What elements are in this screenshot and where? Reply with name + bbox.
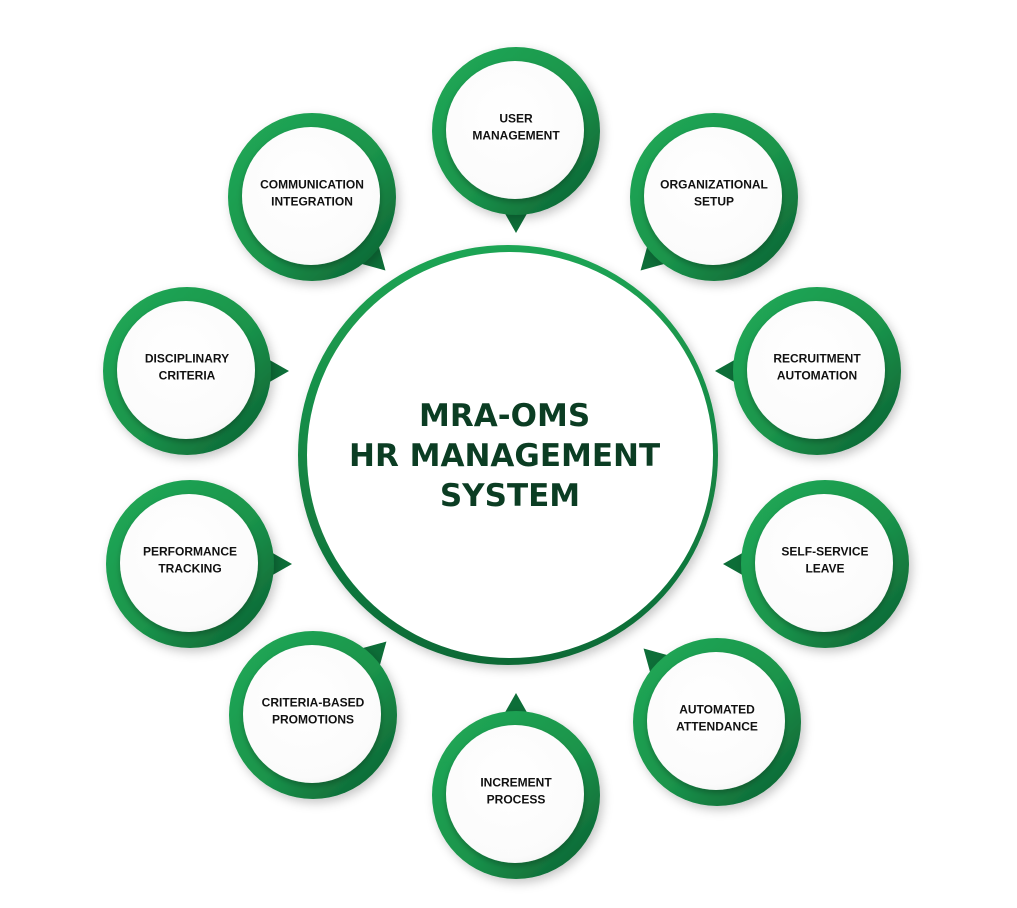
node-label-line: AUTOMATION: [777, 369, 857, 383]
node-organizational-setup: ORGANIZATIONAL SETUP: [630, 113, 798, 281]
node-automated-attendance: AUTOMATED ATTENDANCE: [633, 638, 801, 806]
node-label: AUTOMATED ATTENDANCE: [676, 703, 758, 734]
node-label-line: ATTENDANCE: [676, 720, 758, 734]
node-face: [117, 301, 255, 439]
node-label-line: LEAVE: [805, 562, 844, 576]
node-face: [755, 494, 893, 632]
node-label-line: USER: [499, 112, 533, 126]
node-label: PERFORMANCE TRACKING: [143, 545, 237, 576]
central-hub-face: [307, 252, 713, 658]
node-label-line: AUTOMATED: [679, 703, 755, 717]
node-recruitment-automation: RECRUITMENT AUTOMATION: [715, 287, 901, 455]
node-increment-process: INCREMENT PROCESS: [432, 693, 600, 879]
node-label-line: RECRUITMENT: [773, 352, 861, 366]
node-face: [120, 494, 258, 632]
node-label-line: PERFORMANCE: [143, 545, 237, 559]
node-self-service-leave: SELF-SERVICE LEAVE: [723, 480, 909, 648]
node-label-line: PROCESS: [487, 793, 546, 807]
feature-nodes: USER MANAGEMENT ORGANIZATIONAL SETUP RECRUIT…: [103, 47, 909, 879]
node-label-line: SETUP: [694, 195, 734, 209]
node-label: COMMUNICATION INTEGRATION: [260, 178, 364, 209]
node-face: [647, 652, 785, 790]
node-label-line: ORGANIZATIONAL: [660, 178, 768, 192]
node-label-line: DISCIPLINARY: [145, 352, 229, 366]
node-label-line: INCREMENT: [480, 776, 552, 790]
node-criteria-based-promotions: CRITERIA-BASED PROMOTIONS: [229, 631, 397, 799]
node-label-line: SELF-SERVICE: [781, 545, 868, 559]
node-label-line: CRITERIA-BASED: [262, 696, 365, 710]
node-performance-tracking: PERFORMANCE TRACKING: [106, 480, 292, 648]
center-title-line-3: SYSTEM: [440, 478, 580, 514]
central-hub: MRA-OMS HR MANAGEMENT SYSTEM: [298, 245, 718, 665]
node-label: USER MANAGEMENT: [472, 112, 560, 143]
node-label-line: TRACKING: [158, 562, 221, 576]
node-label: CRITERIA-BASED PROMOTIONS: [262, 696, 365, 727]
node-face: [747, 301, 885, 439]
node-label: ORGANIZATIONAL SETUP: [660, 178, 768, 209]
node-face: [243, 645, 381, 783]
node-label-line: MANAGEMENT: [472, 129, 560, 143]
node-label-line: INTEGRATION: [271, 195, 353, 209]
node-communication-integration: COMMUNICATION INTEGRATION: [228, 113, 396, 281]
node-label-line: COMMUNICATION: [260, 178, 364, 192]
node-user-management: USER MANAGEMENT: [432, 47, 600, 233]
node-face: [446, 725, 584, 863]
node-label-line: CRITERIA: [159, 369, 216, 383]
node-disciplinary-criteria: DISCIPLINARY CRITERIA: [103, 287, 289, 455]
node-face: [446, 61, 584, 199]
node-label: RECRUITMENT AUTOMATION: [773, 352, 861, 383]
node-label: INCREMENT PROCESS: [480, 776, 552, 807]
center-title: MRA-OMS HR MANAGEMENT SYSTEM: [349, 398, 671, 514]
node-label-line: PROMOTIONS: [272, 713, 354, 727]
center-title-line-1: MRA-OMS: [419, 398, 590, 434]
node-face: [644, 127, 782, 265]
node-label: SELF-SERVICE LEAVE: [781, 545, 868, 576]
center-title-line-2: HR MANAGEMENT: [349, 438, 660, 474]
node-label: DISCIPLINARY CRITERIA: [145, 352, 229, 383]
node-face: [242, 127, 380, 265]
